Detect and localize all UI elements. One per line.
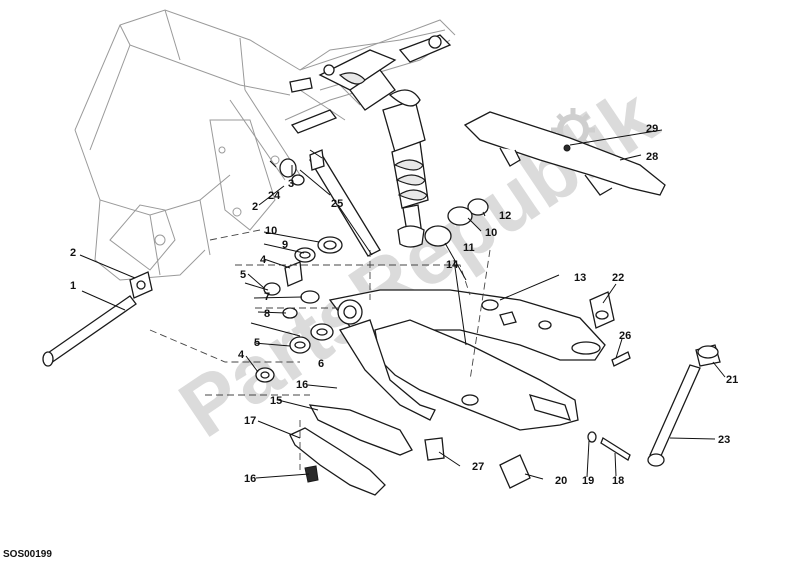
callout-23: 23 <box>718 434 730 446</box>
callout-7: 7 <box>264 291 270 303</box>
callout-19: 19 <box>582 475 594 487</box>
callout-18: 18 <box>612 475 624 487</box>
callout-2: 2 <box>252 201 258 213</box>
callout-21: 21 <box>726 374 738 386</box>
callout-5: 5 <box>240 269 246 281</box>
callout-6: 6 <box>318 358 324 370</box>
shock-absorber <box>382 89 429 248</box>
leader-lines <box>79 129 726 480</box>
callout-9: 9 <box>282 239 288 251</box>
callout-10: 10 <box>485 227 497 239</box>
frame-outline <box>74 9 456 281</box>
swing-arm <box>328 289 606 431</box>
callout-16: 16 <box>296 379 308 391</box>
callout-8: 8 <box>264 308 270 320</box>
callout-12: 12 <box>499 210 511 222</box>
callout-20: 20 <box>555 475 567 487</box>
chain-slider <box>289 404 413 496</box>
assembly-lines <box>149 229 491 470</box>
callout-2: 2 <box>70 247 76 259</box>
bushing-stack <box>255 149 489 383</box>
callout-26: 26 <box>619 330 631 342</box>
callouts: 1 2 2 3 4 4 5 5 6 7 8 9 10 10 11 12 13 1… <box>70 123 738 487</box>
callout-3: 3 <box>288 178 294 190</box>
callout-13: 13 <box>574 272 586 284</box>
chain-guard <box>463 111 666 196</box>
callout-11: 11 <box>463 242 475 254</box>
callout-14: 14 <box>446 259 459 271</box>
callout-10: 10 <box>265 225 277 237</box>
callout-17: 17 <box>244 415 256 427</box>
pivot-spindle <box>42 271 153 367</box>
callout-22: 22 <box>612 272 624 284</box>
callout-24: 24 <box>268 190 281 202</box>
callout-28: 28 <box>646 151 658 163</box>
callout-15: 15 <box>270 395 282 407</box>
callout-27: 27 <box>472 461 484 473</box>
callout-25: 25 <box>331 198 343 210</box>
callout-29: 29 <box>646 123 658 135</box>
callout-16: 16 <box>244 473 256 485</box>
diagram-code: SOS00199 <box>3 549 52 560</box>
callout-4: 4 <box>238 349 245 361</box>
wheel-axle <box>647 344 721 467</box>
callout-4: 4 <box>260 254 267 266</box>
small-parts <box>424 291 631 489</box>
callout-5: 5 <box>254 337 260 349</box>
upper-linkage <box>289 34 452 257</box>
callout-1: 1 <box>70 280 76 292</box>
